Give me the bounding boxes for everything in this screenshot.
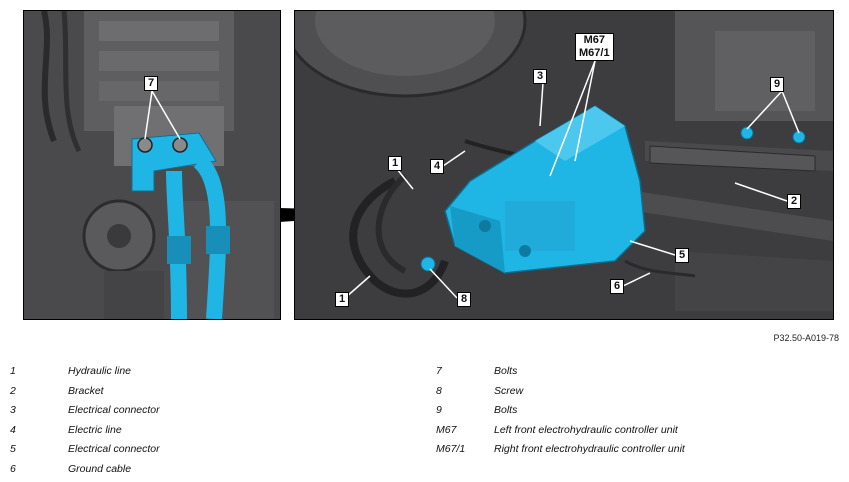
legend-description: Left front electrohydraulic controller u…: [494, 423, 678, 436]
callout-m67: M67 M67/1: [575, 33, 614, 61]
legend-description: Bolts: [494, 404, 518, 416]
callout-3: 3: [533, 69, 548, 84]
callout-4: 4: [430, 159, 445, 174]
legend-description: Electric line: [68, 423, 122, 436]
legend-key: 2: [10, 384, 16, 397]
legend-description: Hydraulic line: [68, 365, 132, 377]
legend-key: 5: [10, 443, 16, 455]
legend-description: Electrical connector: [68, 404, 160, 416]
legend-description: Bolts: [494, 365, 518, 377]
callout-5: 5: [675, 248, 690, 263]
figure-reference-code: P32.50-A019-78: [773, 333, 839, 343]
overview-illustration: [295, 11, 833, 319]
legend-key: 8: [436, 384, 442, 397]
legend-key: M67/1: [436, 443, 466, 455]
callout-2: 2: [787, 194, 802, 209]
legend-key: 3: [10, 404, 16, 416]
legend-key: 7: [436, 365, 442, 377]
callout-9: 9: [770, 77, 785, 92]
callout-7: 7: [144, 76, 159, 91]
legend-description: Ground cable: [68, 462, 132, 475]
legend-description: Electrical connector: [68, 443, 160, 455]
legend-key: 9: [436, 404, 442, 416]
legend-description: Bracket: [68, 384, 104, 397]
legend-key: M67: [436, 423, 457, 436]
callout-8: 8: [457, 292, 472, 307]
legend-key: 1: [10, 365, 16, 377]
overview-panel: M67 M67/1 3 9 1 4 2 5 6 1 8: [294, 10, 834, 320]
legend-key: 4: [10, 423, 16, 436]
legend-description: Right front electrohydraulic controller …: [494, 443, 685, 455]
callout-1-lower: 1: [335, 292, 350, 307]
detail-view-panel: 7: [23, 10, 281, 320]
callout-6: 6: [610, 279, 625, 294]
legend-description: Screw: [494, 384, 524, 397]
callout-1-upper: 1: [388, 156, 403, 171]
legend-key: 6: [10, 462, 16, 475]
detail-illustration: [24, 11, 280, 319]
